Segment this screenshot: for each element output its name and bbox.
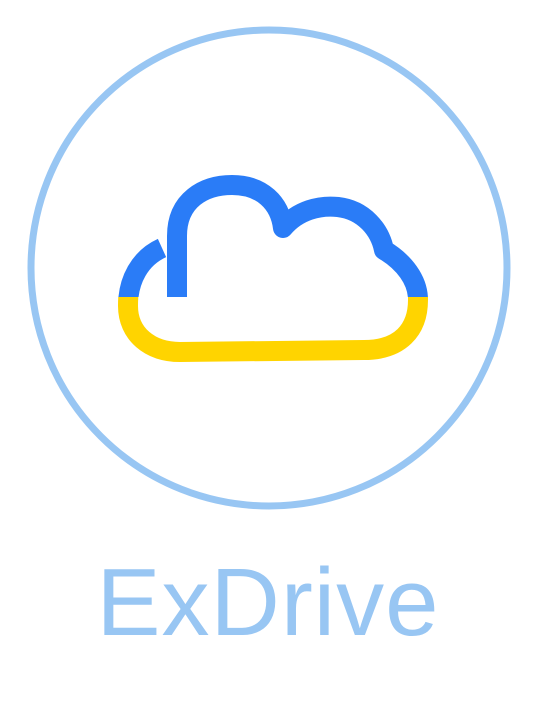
cloud-icon [118,175,428,362]
cloud-inner-tail [168,295,171,297]
cloud-bottom-outline [118,297,428,362]
logo-ring [27,26,511,510]
app-name: ExDrive [96,549,440,656]
cloud-top-outline [118,175,428,297]
